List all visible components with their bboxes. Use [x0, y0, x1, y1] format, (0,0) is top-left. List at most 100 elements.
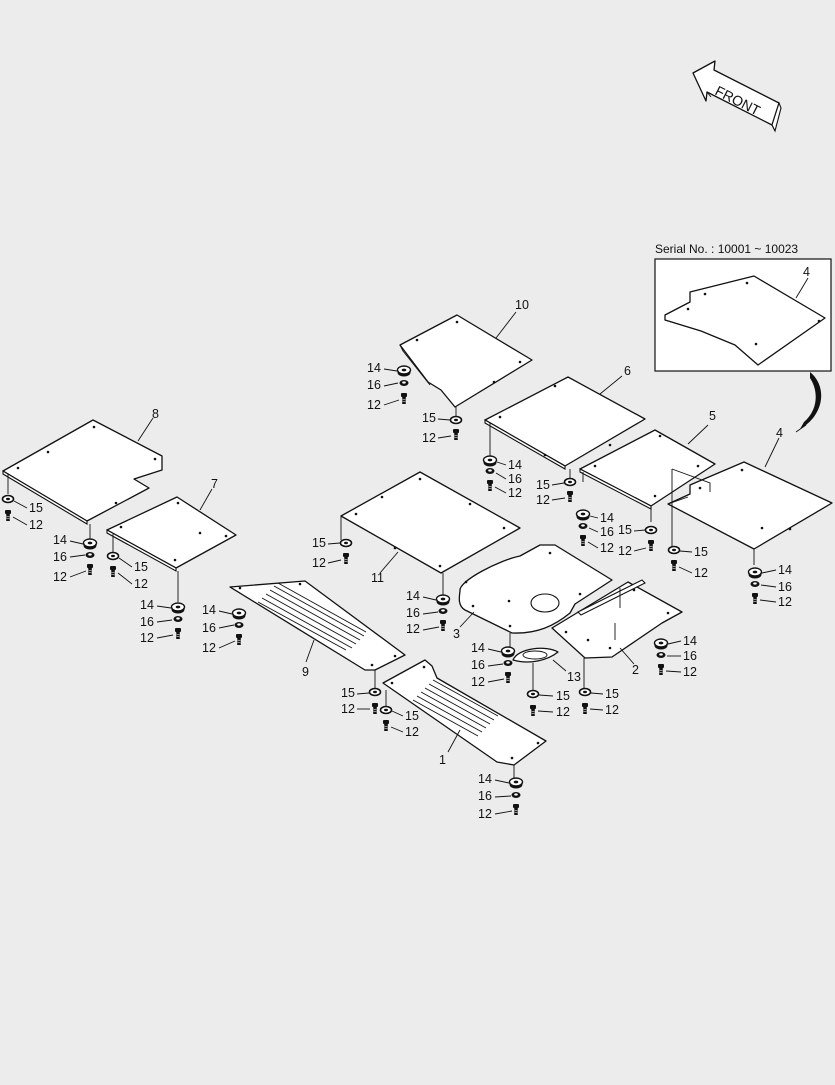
part-11-plate: 11: [340, 471, 521, 596]
label-16: 16: [140, 615, 154, 629]
hardware-stack-5b: 15 12: [618, 523, 658, 558]
label-16: 16: [508, 472, 522, 486]
label-15: 15: [341, 686, 355, 700]
callout-3: 3: [453, 627, 460, 641]
hardware-stack-4b: 14 16 12: [747, 563, 792, 609]
label-16: 16: [600, 525, 614, 539]
callout-2: 2: [632, 663, 639, 677]
callout-6: 6: [624, 364, 631, 378]
hardware-stack-8a: 15 12: [1, 494, 43, 532]
label-15: 15: [536, 478, 550, 492]
callout-13: 13: [567, 670, 581, 684]
hardware-stack-2a: 15 12: [578, 687, 619, 717]
callout-8: 8: [152, 407, 159, 421]
label-16: 16: [202, 621, 216, 635]
label-14: 14: [471, 641, 485, 655]
part-7-plate: 7: [106, 477, 237, 602]
callout-11: 11: [371, 571, 384, 585]
grille-slots-1: [412, 679, 499, 737]
label-12: 12: [683, 665, 697, 679]
label-15: 15: [422, 411, 436, 425]
label-14: 14: [778, 563, 792, 577]
hardware-stack-8b: 14 16 12: [53, 533, 98, 584]
label-12: 12: [471, 675, 485, 689]
callout-5: 5: [709, 409, 716, 423]
label-12: 12: [536, 493, 550, 507]
hardware-stack-11a: 15 12: [312, 536, 353, 570]
hardware-stack-6: 14 16 12: [482, 455, 522, 500]
label-15: 15: [556, 689, 570, 703]
label-16: 16: [478, 789, 492, 803]
label-12: 12: [134, 577, 148, 591]
label-12: 12: [618, 544, 632, 558]
label-12: 12: [140, 631, 154, 645]
label-15: 15: [312, 536, 326, 550]
callout-9: 9: [302, 665, 309, 679]
label-12: 12: [778, 595, 792, 609]
label-14: 14: [478, 772, 492, 786]
label-12: 12: [341, 702, 355, 716]
label-16: 16: [683, 649, 697, 663]
part-1-plate: 1: [382, 659, 547, 778]
part-3-plate: 3: [453, 544, 613, 648]
label-15: 15: [29, 501, 43, 515]
hardware-stack-3: 14 16 12: [471, 641, 516, 689]
label-12: 12: [694, 566, 708, 580]
hardware-stack-5: 14 16 12: [575, 509, 614, 555]
part-5-plate: 5: [579, 409, 716, 522]
part-13-gasket: 13: [512, 647, 581, 690]
part-4-plate: 4: [667, 426, 833, 565]
label-14: 14: [508, 458, 522, 472]
label-12: 12: [367, 398, 381, 412]
label-12: 12: [508, 486, 522, 500]
label-12: 12: [600, 541, 614, 555]
label-12: 12: [605, 703, 619, 717]
hardware-stack-7b: 14 16 12: [140, 598, 186, 645]
label-15: 15: [618, 523, 632, 537]
label-14: 14: [367, 361, 381, 375]
hardware-stack-13: 15 12: [526, 689, 570, 719]
hardware-stack-10b: 15 12: [422, 411, 463, 445]
label-14: 14: [53, 533, 67, 547]
label-15: 15: [405, 709, 419, 723]
callout-1: 1: [439, 753, 446, 767]
front-arrow-icon: FRONT: [692, 60, 782, 133]
hardware-stack-10: 14 16 12: [367, 361, 412, 412]
label-12: 12: [406, 622, 420, 636]
label-12: 12: [422, 431, 436, 445]
label-15: 15: [694, 545, 708, 559]
label-16: 16: [471, 658, 485, 672]
label-16: 16: [367, 378, 381, 392]
label-15: 15: [605, 687, 619, 701]
hardware-stack-9b: 15 12: [341, 686, 382, 716]
label-12: 12: [202, 641, 216, 655]
label-14: 14: [600, 511, 614, 525]
callout-10: 10: [515, 298, 529, 312]
grille-slots: [257, 582, 367, 651]
hardware-stack-1a: 15 12: [379, 705, 419, 739]
part-10-plate: 10: [399, 298, 533, 420]
label-14: 14: [683, 634, 697, 648]
hardware-stack-1b: 14 16 12: [478, 772, 524, 821]
inset-part-number: 4: [803, 265, 810, 279]
label-15: 15: [134, 560, 148, 574]
callout-7: 7: [211, 477, 218, 491]
hardware-stack-9: 14 16 12: [202, 603, 247, 655]
label-16: 16: [778, 580, 792, 594]
label-16: 16: [53, 550, 67, 564]
label-12: 12: [478, 807, 492, 821]
label-16: 16: [406, 606, 420, 620]
label-12: 12: [312, 556, 326, 570]
label-12: 12: [556, 705, 570, 719]
serial-label: Serial No. : 10001 ~ 10023: [655, 242, 798, 256]
label-14: 14: [202, 603, 216, 617]
label-14: 14: [140, 598, 154, 612]
callout-4: 4: [776, 426, 783, 440]
label-12: 12: [53, 570, 67, 584]
hardware-stack-2b: 14 16 12: [653, 634, 697, 679]
hardware-stack-11b: 14 16 12: [406, 589, 451, 636]
part-6-plate: 6: [484, 364, 646, 478]
hardware-stack-4a: 15 12: [667, 545, 708, 580]
curved-arrow-icon: [800, 372, 822, 429]
